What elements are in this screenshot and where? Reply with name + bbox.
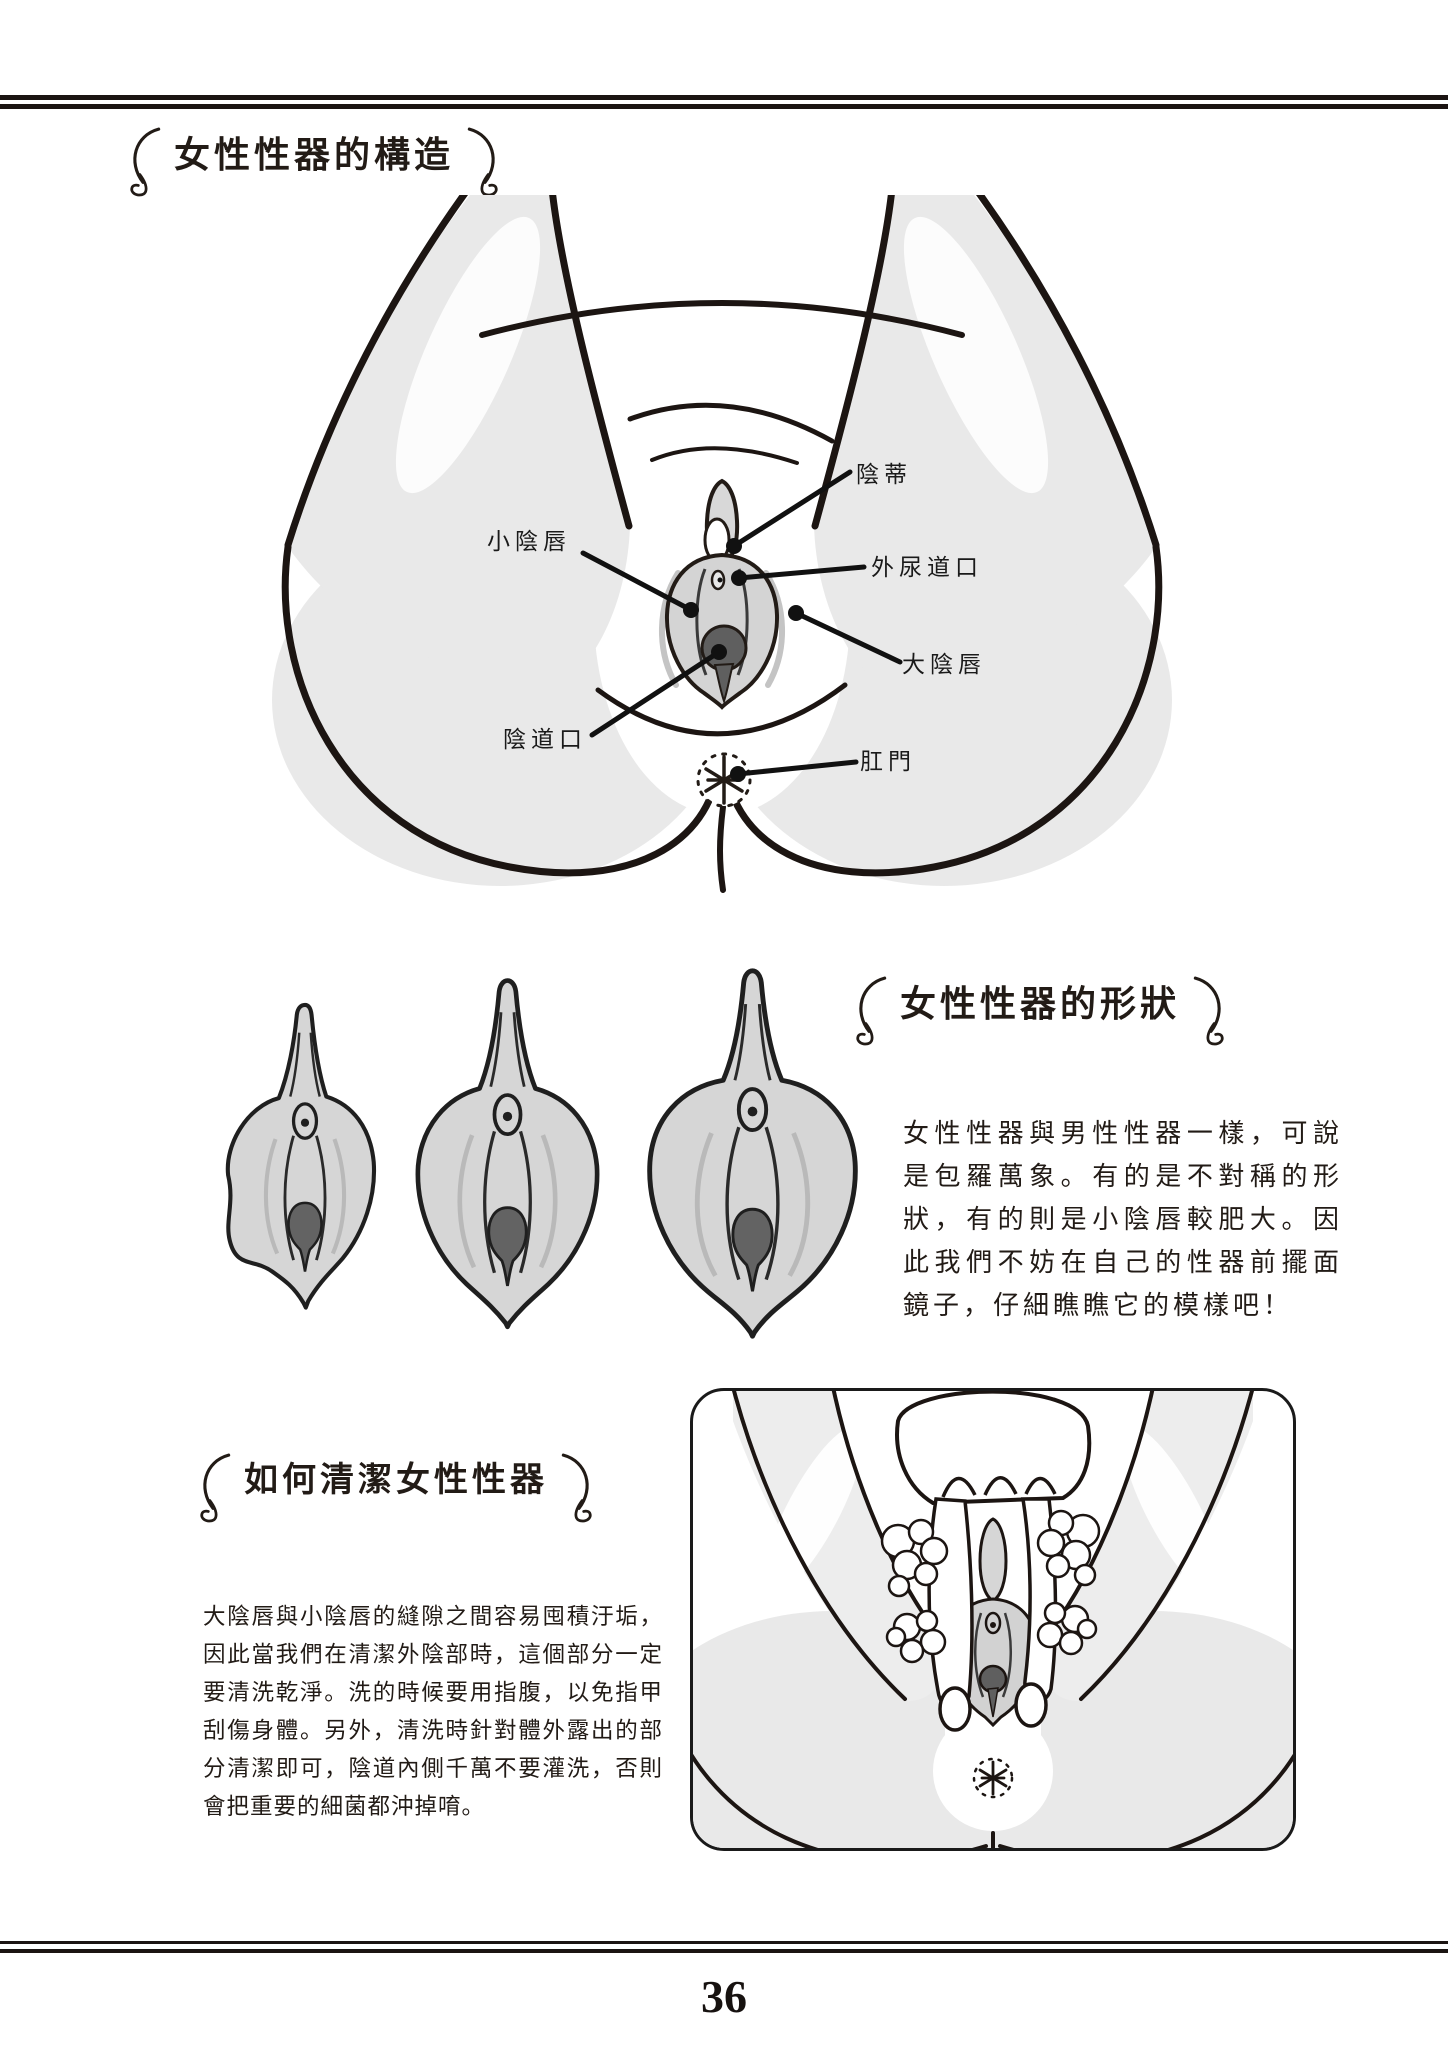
vulva-shape-variant-1: [225, 1002, 377, 1310]
page-number: 36: [701, 1971, 747, 2022]
label-vaginal-opening: 陰道口: [503, 726, 587, 752]
section-cleaning-paragraph: 大陰唇與小陰唇的縫隙之間容易囤積汙垢，因此當我們在清潔外陰部時，這個部分一定要清…: [203, 1603, 663, 1819]
leader-lines: [580, 469, 903, 777]
cleaning-illustration: [693, 1391, 1293, 1848]
top-rule-outer: [0, 95, 1448, 100]
anatomy-diagram: [272, 195, 1172, 893]
top-rule-inner: [0, 104, 1448, 109]
title-flourish-right-icon: [1193, 976, 1224, 1046]
vulva-shape-variant-3: [647, 968, 858, 1339]
section-shapes-title-row: 女性性器的形狀: [848, 975, 1232, 1047]
anus-shape: [972, 1757, 1014, 1799]
label-anus: 肛門: [860, 748, 916, 774]
label-clitoris: 陰蒂: [856, 461, 912, 487]
label-urethral-opening: 外尿道口: [871, 554, 983, 580]
section-cleaning-title-row: 如何清潔女性性器: [192, 1452, 600, 1524]
vulva-shape-variant-2: [415, 978, 600, 1330]
title-flourish-left-icon: [130, 127, 161, 197]
section-shapes-title: 女性性器的形狀: [900, 983, 1181, 1024]
title-flourish-left-icon: [856, 976, 887, 1046]
soap-bubbles: [880, 1509, 1101, 1664]
title-flourish-right-icon: [467, 127, 498, 197]
label-labia-majora: 大陰唇: [902, 651, 986, 677]
title-flourish-left-icon: [200, 1453, 231, 1523]
leader-dots: [683, 538, 804, 782]
bottom-rule-inner: [0, 1949, 1448, 1953]
cleaning-illustration-box: [690, 1388, 1296, 1851]
section-shapes-paragraph: 女性性器與男性性器一樣，可說是包羅萬象。有的是不對稱的形狀，有的則是小陰唇較肥大…: [903, 1118, 1343, 1320]
section-cleaning-title: 如何清潔女性性器: [244, 1461, 548, 1499]
label-labia-minora: 小陰唇: [487, 528, 571, 554]
section-anatomy-title-row: 女性性器的構造: [122, 126, 506, 198]
bottom-rule-outer: [0, 1941, 1448, 1944]
section-anatomy-title: 女性性器的構造: [174, 134, 455, 175]
title-flourish-right-icon: [561, 1453, 592, 1523]
